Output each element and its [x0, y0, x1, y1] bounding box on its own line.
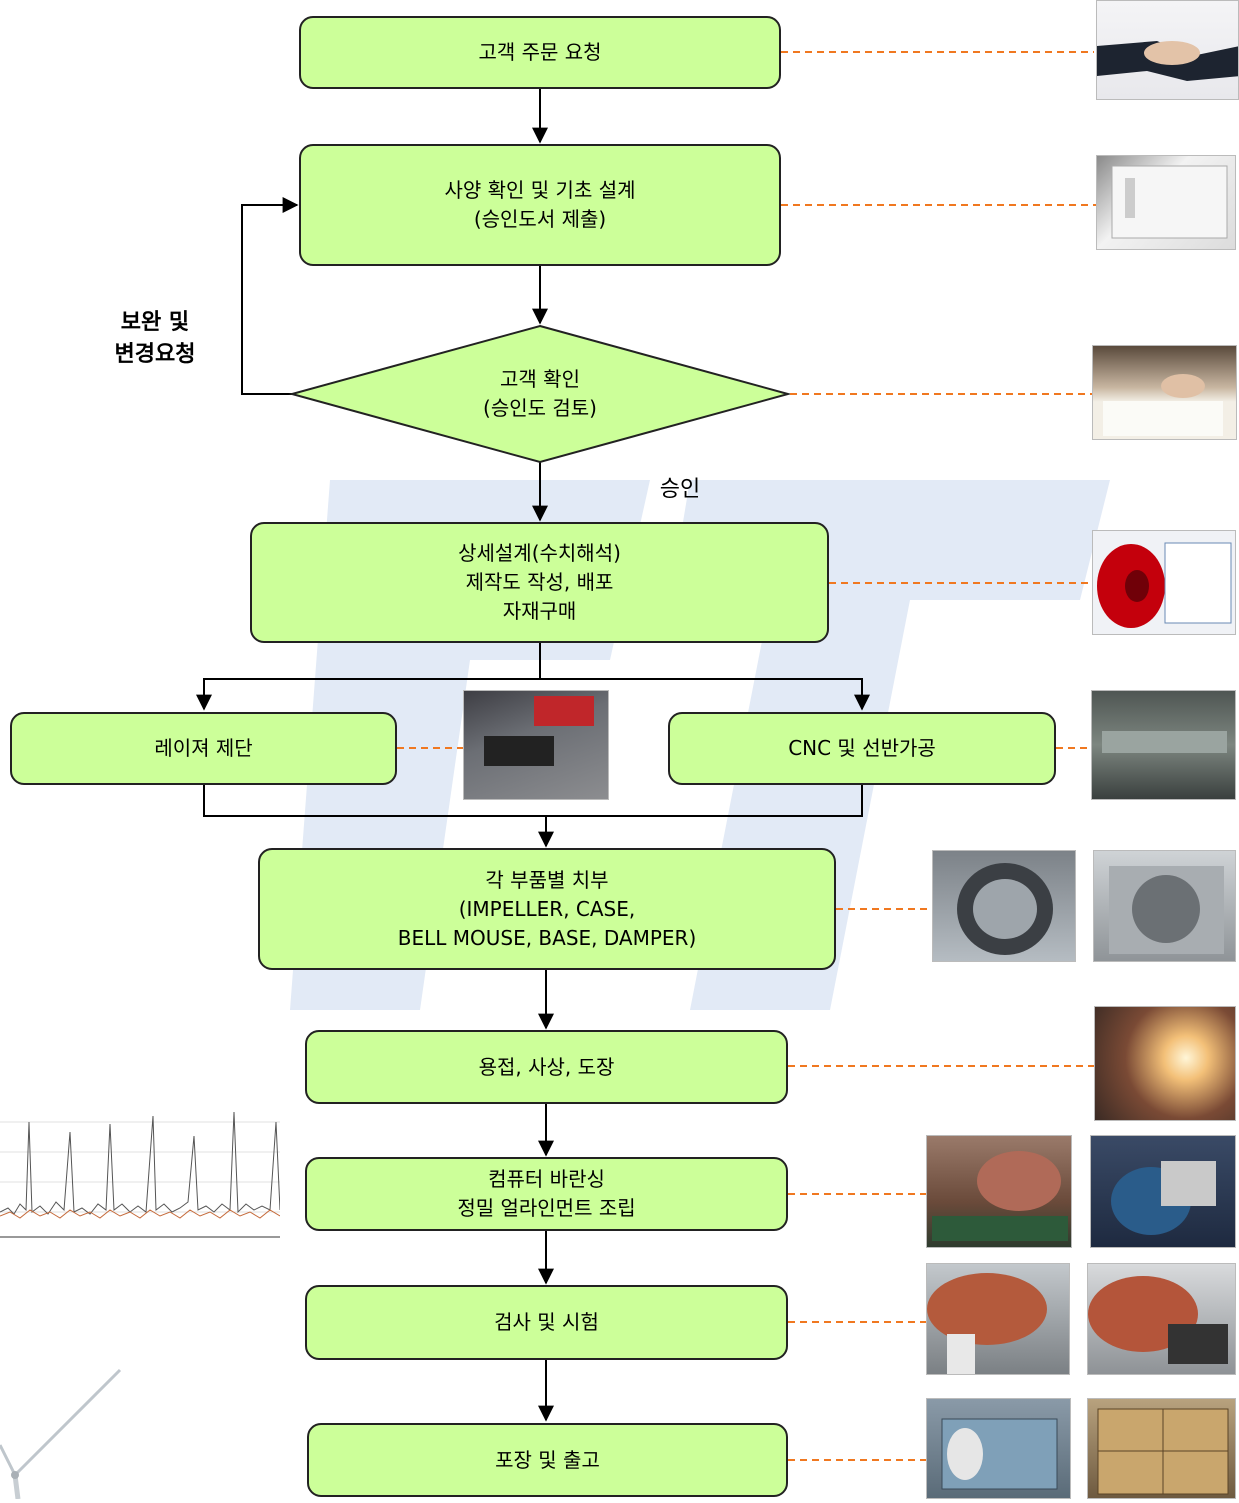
- test-photo-2: [1087, 1263, 1236, 1375]
- revision-request-label: 보완 및 변경요청: [114, 310, 196, 367]
- wind-turbine-graphic: [0, 1365, 130, 1500]
- step-parts-fabrication: 각 부품별 치부 (IMPELLER, CASE, BELL MOUSE, BA…: [258, 848, 836, 970]
- motor-assembly-photo: [1090, 1135, 1236, 1248]
- cad-simulation-photo: [1092, 530, 1236, 635]
- approved-label: 승인: [659, 477, 701, 502]
- wooden-crate-photo: [1087, 1398, 1236, 1499]
- test-photo-1: [926, 1263, 1070, 1375]
- balancing-machine-photo: [926, 1135, 1072, 1248]
- impeller-photo: [932, 850, 1076, 962]
- crated-unit-photo: [926, 1398, 1071, 1499]
- step-order-request: 고객 주문 요청: [299, 16, 781, 89]
- step-cnc-machining: CNC 및 선반가공: [668, 712, 1056, 785]
- cnc-lathe-photo: [1091, 690, 1236, 800]
- step-detail-design: 상세설계(수치해석) 제작도 작성, 배포 자재구매: [250, 522, 829, 643]
- step-customer-review: 고객 확인 (승인도 검토): [483, 367, 597, 420]
- signing-photo: [1092, 345, 1237, 440]
- step-laser-cutting: 레이져 제단: [10, 712, 397, 785]
- vibration-spectrum-graphic: [0, 1092, 281, 1267]
- step-welding: 용접, 사상, 도장: [305, 1030, 788, 1104]
- document-binder-photo: [1096, 155, 1236, 250]
- step-spec-check: 사양 확인 및 기초 설계 (승인도서 제출): [299, 144, 781, 266]
- handshake-photo: [1096, 0, 1239, 100]
- step-inspection: 검사 및 시험: [305, 1285, 788, 1360]
- step-shipping: 포장 및 출고: [307, 1423, 788, 1497]
- laser-cutting-photo: [463, 690, 609, 800]
- review-diamond: [288, 324, 792, 464]
- fan-case-photo: [1093, 850, 1236, 962]
- welding-photo: [1094, 1006, 1236, 1121]
- step-balancing: 컴퓨터 바란싱 정밀 얼라인먼트 조립: [305, 1157, 788, 1231]
